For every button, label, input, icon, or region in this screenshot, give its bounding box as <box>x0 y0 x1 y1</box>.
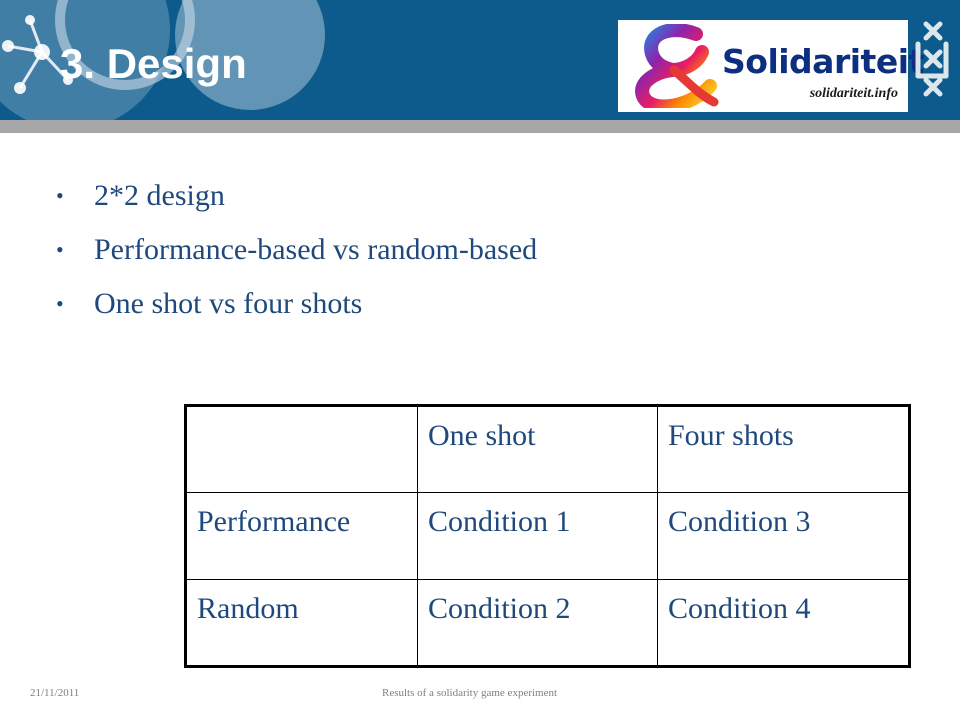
footer-date: 21/11/2011 <box>30 687 80 699</box>
table-cell: Condition 4 <box>657 579 910 667</box>
bullet-item: • Performance-based vs random-based <box>56 228 537 282</box>
slide-title: 3. Design <box>60 40 247 87</box>
bullet-item: • 2*2 design <box>56 174 537 228</box>
table-row-label: Random <box>185 579 418 667</box>
molecule-network-icon <box>2 15 73 94</box>
uva-crosses-icon <box>915 21 949 97</box>
table-row-label: Performance <box>185 492 418 580</box>
logo-url: solidariteit.info <box>809 86 898 101</box>
table-header-row: One shot Four shots <box>185 405 910 493</box>
table-cell: Condition 1 <box>417 492 658 580</box>
bullet-dot: • <box>56 237 64 262</box>
table-header-cell: Four shots <box>657 405 910 493</box>
table-row: Performance Condition 1 Condition 3 <box>185 492 910 580</box>
bullet-list: • 2*2 design • Performance-based vs rand… <box>56 174 537 336</box>
bullet-text: One shot vs four shots <box>94 287 363 320</box>
slide-header: 3. Design Solidariteit solidariteit.info <box>0 0 960 120</box>
bullet-dot: • <box>56 183 64 208</box>
brand-logo: Solidariteit solidariteit.info <box>618 20 924 112</box>
table-cell: Condition 3 <box>657 492 910 580</box>
table-cell: Condition 2 <box>417 579 658 667</box>
table-row: Random Condition 2 Condition 4 <box>185 579 910 667</box>
bullet-item: • One shot vs four shots <box>56 282 537 336</box>
bullet-text: Performance-based vs random-based <box>94 233 538 266</box>
logo-name: Solidariteit <box>722 42 924 81</box>
table-header-cell: One shot <box>417 405 658 493</box>
bullet-text: 2*2 design <box>94 179 225 212</box>
design-table: One shot Four shots Performance Conditio… <box>184 404 911 668</box>
header-divider-strip <box>0 120 960 133</box>
decor-circle-ring <box>55 0 195 90</box>
ampersand-logo-icon <box>635 24 719 108</box>
bullet-dot: • <box>56 291 64 316</box>
table-header-cell <box>185 405 418 493</box>
footer-text: Results of a solidarity game experiment <box>382 687 558 699</box>
